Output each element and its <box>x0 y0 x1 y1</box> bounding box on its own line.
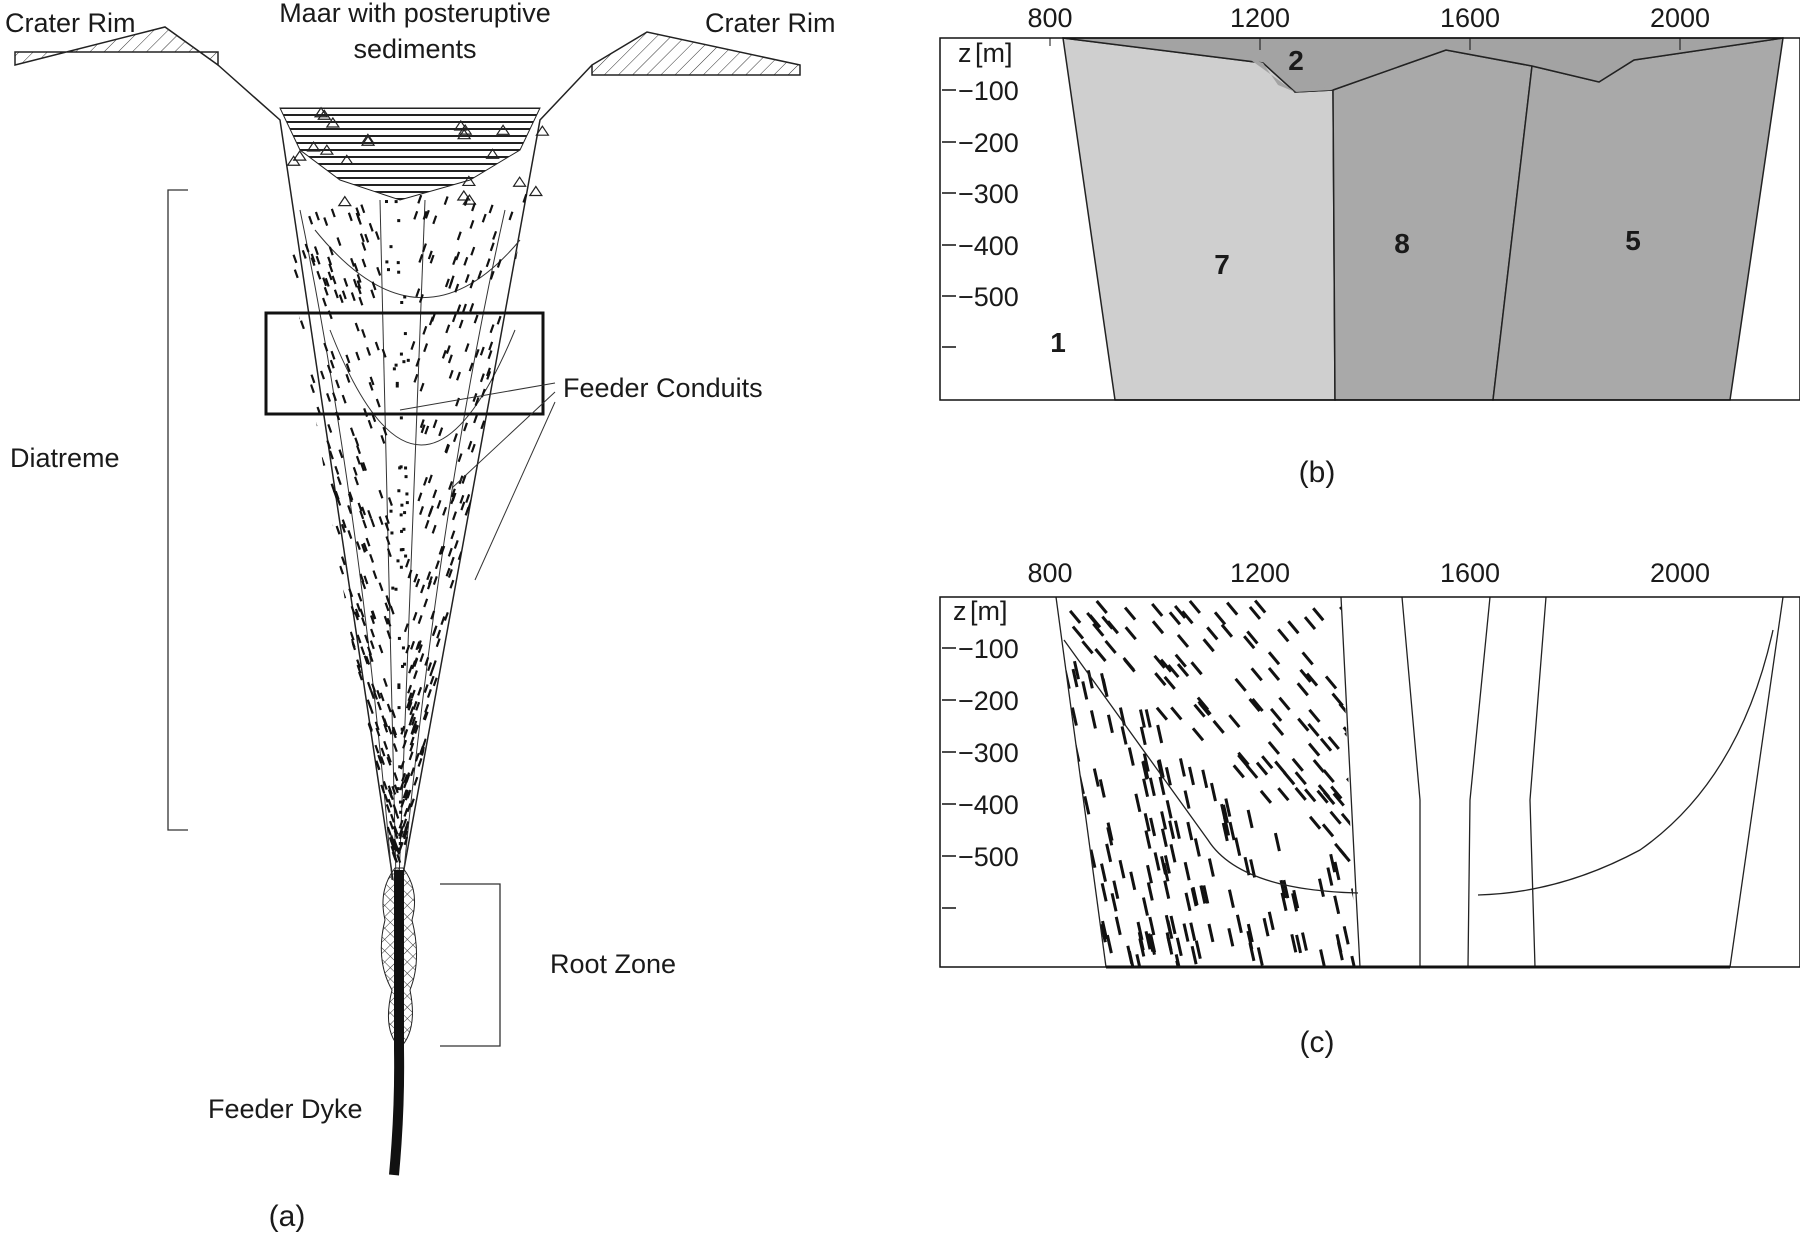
panel-c-z-unit: [m] <box>970 596 1008 626</box>
panel-c-z-label: z <box>953 596 967 626</box>
panel-c-texture <box>1058 599 1356 967</box>
panel-b-x-tick-label: 1600 <box>1440 3 1500 33</box>
panel-c-depth-tick: −500 <box>958 842 1019 872</box>
zone-5-label: 5 <box>1625 225 1641 256</box>
zone-5-region <box>1492 37 1784 401</box>
panel-b-z-unit: [m] <box>975 38 1013 68</box>
root-zone-bracket <box>440 883 501 1047</box>
feeder-conduits-label: Feeder Conduits <box>563 373 763 403</box>
panel-b-x-tick-label: 1200 <box>1230 3 1290 33</box>
panel-b-section: 800 1200 1600 2000 z [m] −100 −200 −300 … <box>939 3 1800 489</box>
panel-c-x-tick-label: 2000 <box>1650 558 1710 588</box>
crater-rim-right-label: Crater Rim <box>705 8 836 38</box>
panel-c-depth-tick: −400 <box>958 790 1019 820</box>
diatreme-outline <box>217 64 394 881</box>
feeder-dyke-label: Feeder Dyke <box>208 1094 363 1124</box>
panel-c-x-tick-label: 1600 <box>1440 558 1500 588</box>
panel-c-x-tick-label: 1200 <box>1230 558 1290 588</box>
panel-b-x-tick-label: 2000 <box>1650 3 1710 33</box>
panel-c-x-axis: 800 1200 1600 2000 <box>1027 558 1710 588</box>
panel-b-depth-tick: −300 <box>958 179 1019 209</box>
panel-b-depth-tick: −200 <box>958 128 1019 158</box>
panel-a-caption: (a) <box>269 1200 306 1233</box>
zone-2-trough <box>1248 58 1333 92</box>
zone-2-label: 2 <box>1288 45 1304 76</box>
panel-b-z-label: z <box>958 38 972 68</box>
feeder-conduit-lines <box>299 199 521 881</box>
crater-breccia <box>286 106 550 207</box>
diatreme-outline-right <box>401 64 593 881</box>
diatreme-bracket <box>167 189 188 831</box>
zone-1-label: 1 <box>1050 327 1066 358</box>
panel-c-caption: (c) <box>1300 1026 1335 1059</box>
panel-c-depth-tick: −300 <box>958 738 1019 768</box>
panel-b-x-tick-label: 800 <box>1027 3 1072 33</box>
zoom-box <box>264 311 545 416</box>
panel-b-depth-tick: −100 <box>958 76 1019 106</box>
panel-b-x-axis: 800 1200 1600 2000 <box>1027 3 1710 50</box>
panel-b-frame <box>939 37 1800 401</box>
panel-a-diagram: Crater Rim Crater Rim Maar with posterup… <box>5 0 836 1233</box>
diatreme-texture <box>273 193 528 863</box>
zone-8-label: 8 <box>1394 228 1410 259</box>
maar-label-line1: Maar with posteruptive <box>279 0 551 28</box>
panel-b-depth-tick: −500 <box>958 282 1019 312</box>
maar-sediments <box>279 107 541 201</box>
zone-7-region <box>1062 37 1336 401</box>
panel-c-depth-tick: −100 <box>958 634 1019 664</box>
panel-b-caption: (b) <box>1299 456 1336 489</box>
root-zone-label: Root Zone <box>550 949 676 979</box>
feeder-dyke-shape <box>389 870 405 1176</box>
panel-c-depth-tick: −200 <box>958 686 1019 716</box>
panel-c-boundaries <box>1055 596 1784 968</box>
panel-c-frame <box>939 596 1800 968</box>
maar-label-line2: sediments <box>353 34 476 64</box>
feeder-conduits-leaders <box>399 382 556 581</box>
crater-rim-left-label: Crater Rim <box>5 8 136 38</box>
zone-7-label: 7 <box>1214 249 1230 280</box>
panel-c-section: 800 1200 1600 2000 z [m] −100 −200 −300 … <box>939 558 1800 1059</box>
panel-b-depth-tick: −400 <box>958 231 1019 261</box>
panel-c-x-tick-label: 800 <box>1027 558 1072 588</box>
diatreme-label: Diatreme <box>10 443 120 473</box>
panel-c-depth-axis: z [m] −100 −200 −300 −400 −500 <box>942 596 1019 909</box>
crater-rim-left-shape <box>14 26 219 67</box>
crater-rim-right-shape <box>591 31 801 76</box>
panel-b-depth-axis: z [m] −100 −200 −300 −400 −500 <box>942 38 1019 348</box>
zone-2-region <box>1062 37 1784 93</box>
